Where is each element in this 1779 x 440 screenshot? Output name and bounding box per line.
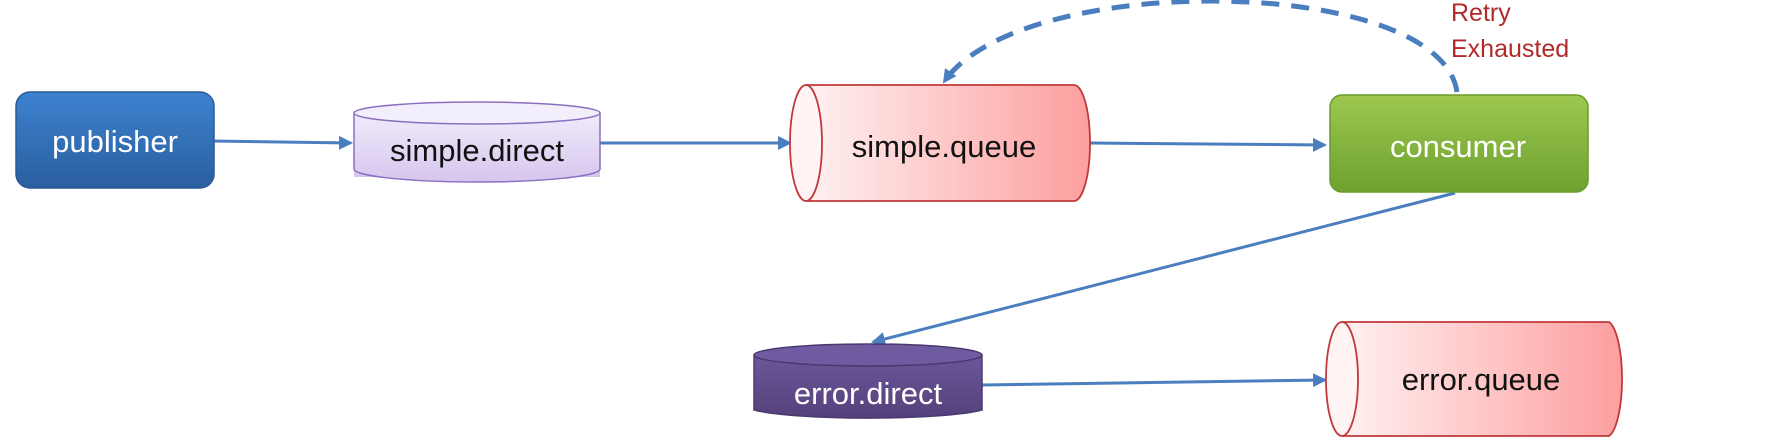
error-direct-label: error.direct — [794, 376, 943, 411]
error-queue-label: error.queue — [1402, 362, 1561, 397]
simple-direct-label: simple.direct — [390, 133, 564, 168]
edge-publisher-to-simple-direct — [211, 135, 353, 150]
edges — [211, 0, 1460, 388]
simple-queue-label: simple.queue — [852, 129, 1036, 164]
retry-label-line-1: Retry — [1451, 0, 1511, 27]
edge-retry-dashed — [941, 0, 1460, 93]
simple-direct-node: simple.direct — [353, 101, 601, 183]
edge-error-direct-to-error-queue — [981, 373, 1327, 388]
edge-simple-queue-to-consumer — [1089, 137, 1327, 152]
error-queue-node: error.queue — [1325, 321, 1623, 437]
simple-queue-node: simple.queue — [789, 84, 1091, 202]
publisher-node: publisher — [15, 91, 215, 189]
consumer-label: consumer — [1390, 129, 1526, 164]
publisher-label: publisher — [52, 124, 178, 159]
edge-consumer-to-error-direct — [871, 191, 1456, 346]
retry-exhausted-label: Retry Exhausted — [1451, 0, 1569, 63]
consumer-node: consumer — [1329, 94, 1589, 193]
retry-label-line-2: Exhausted — [1451, 35, 1569, 63]
error-direct-node: error.direct — [753, 343, 983, 419]
